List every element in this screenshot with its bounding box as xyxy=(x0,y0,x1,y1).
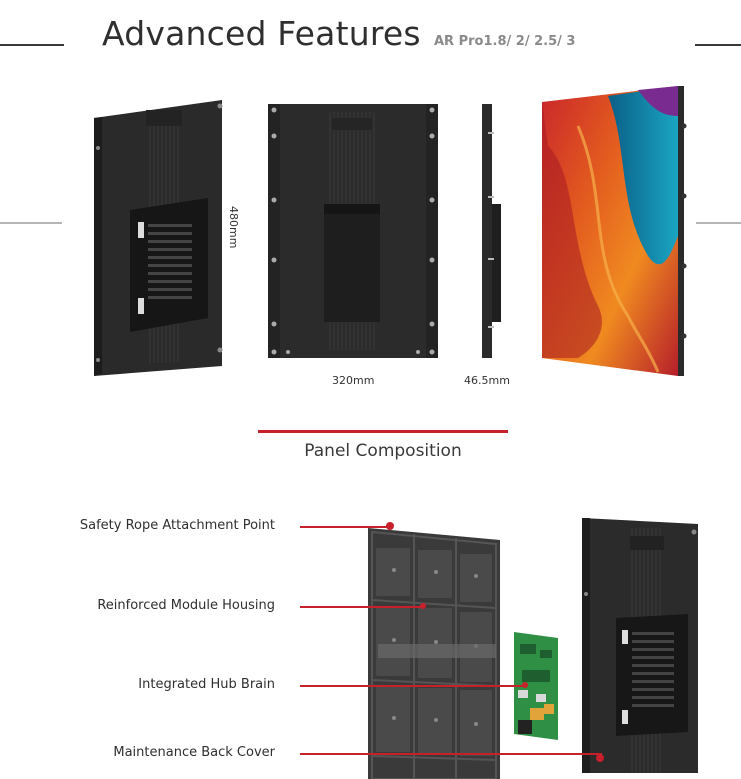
marker-hub-brain xyxy=(522,682,528,688)
section-divider xyxy=(258,430,508,433)
side-rule-left xyxy=(0,222,62,224)
section-title: Panel Composition xyxy=(304,441,462,461)
panel-rear-flat-image xyxy=(268,104,438,358)
width-dimension: 320mm xyxy=(332,374,375,387)
panel-rear-angled-image xyxy=(94,100,223,376)
leader-safety-rope xyxy=(300,526,390,528)
leader-hub-brain xyxy=(300,685,526,687)
depth-dimension: 46.5mm xyxy=(464,374,510,387)
marker-module-housing xyxy=(420,603,426,609)
label-safety-rope: Safety Rope Attachment Point xyxy=(79,518,275,533)
leader-back-cover xyxy=(300,753,602,755)
marker-safety-rope xyxy=(386,523,392,529)
hub-board-image xyxy=(514,632,558,740)
header-rule-left xyxy=(0,44,64,46)
leader-module-housing xyxy=(300,606,424,608)
panel-front-display-image xyxy=(542,86,687,376)
panel-side-profile-image xyxy=(482,104,501,358)
side-rule-right xyxy=(696,222,741,224)
label-back-cover: Maintenance Back Cover xyxy=(113,745,275,760)
label-module-housing: Reinforced Module Housing xyxy=(97,598,275,613)
header-rule-right xyxy=(695,44,741,46)
label-hub-brain: Integrated Hub Brain xyxy=(138,677,275,692)
page-title: Advanced Features xyxy=(102,14,421,53)
height-dimension: 480mm xyxy=(227,206,240,249)
back-cover-image xyxy=(582,518,698,773)
page-subtitle: AR Pro1.8/ 2/ 2.5/ 3 xyxy=(434,34,576,49)
module-housing-image xyxy=(368,522,500,779)
